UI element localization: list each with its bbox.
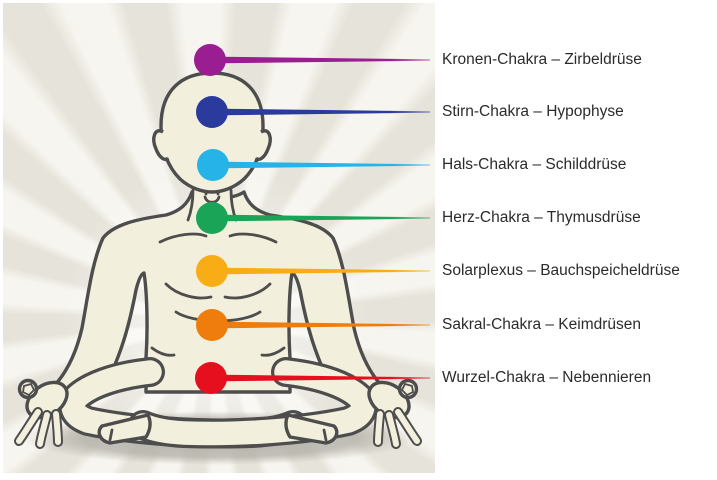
collarbone-right [228, 232, 278, 244]
chakra-dot-sacral [196, 309, 228, 341]
chakra-label-heart: Herz-Chakra – Thymusdrüse [442, 209, 641, 226]
toe-line-left [108, 428, 114, 442]
neck-line-left [186, 188, 195, 222]
chakra-label-brow: Stirn-Chakra – Hypophyse [442, 103, 624, 120]
chakra-line-brow [212, 108, 430, 116]
ear-right [254, 129, 272, 162]
chakra-label-sacral: Sakral-Chakra – Keimdrüsen [442, 316, 642, 333]
chakra-dot-root [195, 362, 227, 394]
ear-left [152, 129, 170, 162]
torso-and-arms [46, 190, 390, 422]
pec-left [164, 282, 213, 300]
chakra-dot-solar-plexus [196, 255, 228, 287]
chakra-line-root [211, 374, 430, 382]
toe-line-right [322, 428, 328, 442]
chakra-dot-heart [196, 202, 228, 234]
mudra-ring-right [400, 382, 414, 397]
chakra-line-throat [213, 161, 430, 169]
hip-crease-right [260, 346, 286, 357]
chakra-layer [194, 44, 430, 394]
chakra-dot-brow [196, 96, 228, 128]
mudra-ring-left [22, 382, 36, 397]
collarbone-left [158, 232, 208, 244]
chakra-dot-crown [194, 44, 226, 76]
hand-right [367, 378, 422, 449]
chakra-line-crown [210, 56, 430, 64]
chakra-label-crown: Kronen-Chakra – Zirbeldrüse [442, 51, 642, 68]
chakra-line-sacral [212, 321, 430, 329]
chakra-label-root: Wurzel-Chakra – Nebennieren [442, 369, 652, 386]
leg-right [128, 357, 378, 449]
chakra-line-solar-plexus [212, 267, 430, 275]
hand-left [14, 378, 69, 449]
chakra-label-solar-plexus: Solarplexus – Bauchspeicheldrüse [442, 262, 680, 279]
meditating-figure-illustration [14, 44, 430, 465]
chakra-dot-throat [197, 149, 229, 181]
pec-right [223, 282, 272, 300]
chakra-line-heart [212, 214, 430, 222]
hip-crease-left [150, 346, 176, 357]
chakra-label-throat: Hals-Chakra – Schilddrüse [442, 156, 627, 173]
